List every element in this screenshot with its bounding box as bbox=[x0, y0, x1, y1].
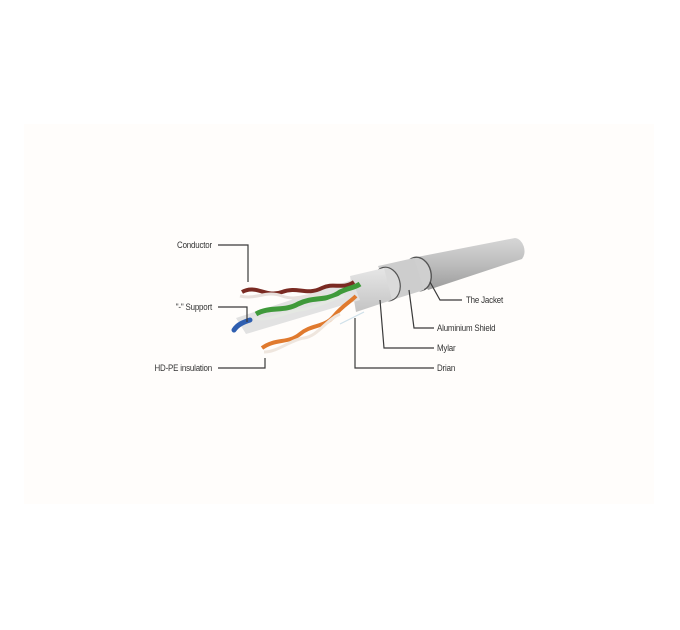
label-jacket: The Jacket bbox=[466, 295, 503, 305]
label-conductor: Conductor bbox=[177, 240, 212, 250]
label-aluminium-shield: Aluminium Shield bbox=[437, 323, 496, 333]
pair-brown bbox=[241, 280, 356, 296]
label-mylar: Mylar bbox=[437, 343, 456, 353]
drain-wire bbox=[339, 311, 365, 325]
label-hdpe-insulation: HD-PE insulation bbox=[154, 363, 212, 373]
leader-lines bbox=[218, 244, 462, 369]
pair-green bbox=[254, 281, 362, 317]
pair-orange bbox=[260, 294, 358, 350]
label-drain: Drian bbox=[437, 363, 456, 373]
mylar bbox=[350, 268, 392, 312]
label-support: "-" Support bbox=[175, 302, 212, 312]
pair-blue bbox=[231, 317, 253, 333]
support-cross bbox=[236, 280, 360, 334]
